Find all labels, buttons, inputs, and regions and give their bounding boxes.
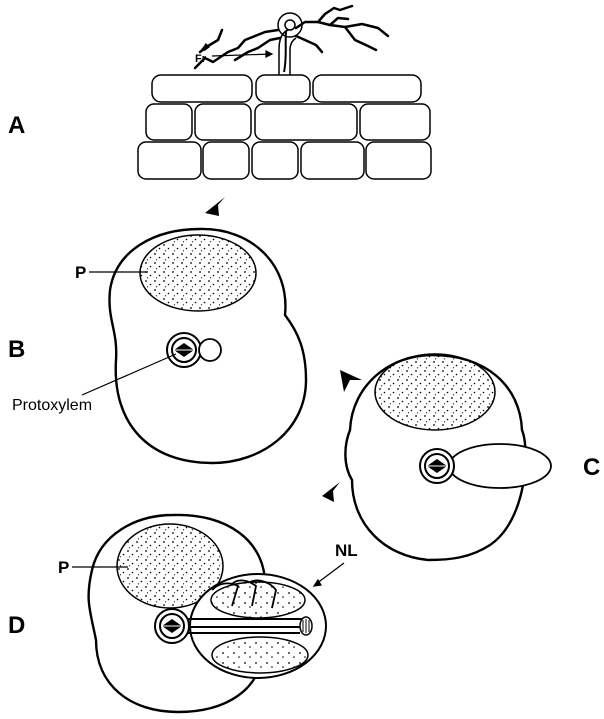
epidermal-cell [152,75,252,102]
cortical-cell [255,104,357,140]
label-protoxylem: Protoxylem [12,397,92,414]
root-cross-section-b [109,229,306,463]
cortical-cell [360,104,430,140]
epidermal-cell [313,75,421,102]
stele-d [155,609,189,643]
root-cross-section-d [89,515,326,712]
root-cross-section-c [345,354,551,560]
stele-b [167,333,201,367]
arrowhead-c-to-d [322,482,340,502]
infected-zone-upper [211,582,305,618]
primordium-c [375,354,495,430]
cortical-cell [366,142,431,179]
infection-thread [284,31,286,72]
cortical-cell [252,142,298,179]
panel-label-c: C [583,454,600,481]
label-p-b: P [75,263,86,282]
panel-label-b: B [8,336,25,363]
arrowhead-a-to-b [205,197,225,216]
curled-root-hair [278,13,302,75]
cortical-cell [138,142,201,179]
label-nl: NL [335,541,358,560]
cortical-cell [203,142,249,179]
leader-protoxylem [82,354,176,395]
root-hair-cell [256,75,310,102]
infected-zone-lower [212,637,308,673]
root-epidermis-cells [138,75,431,179]
stele-c [420,449,454,483]
cortical-cell [301,142,364,179]
arrowhead-b-to-c [340,370,362,392]
cortical-cell [146,104,192,140]
cortical-cell [195,104,251,140]
dividing-cortical-cell-b [199,339,221,361]
leader-nl [314,563,344,586]
primordium-b [140,235,256,311]
label-fr: Fr [195,53,207,65]
panel-label-a: A [8,112,25,139]
label-p-d: P [58,558,69,577]
panel-label-d: D [8,612,25,639]
nodule-primordium-c [449,444,551,488]
